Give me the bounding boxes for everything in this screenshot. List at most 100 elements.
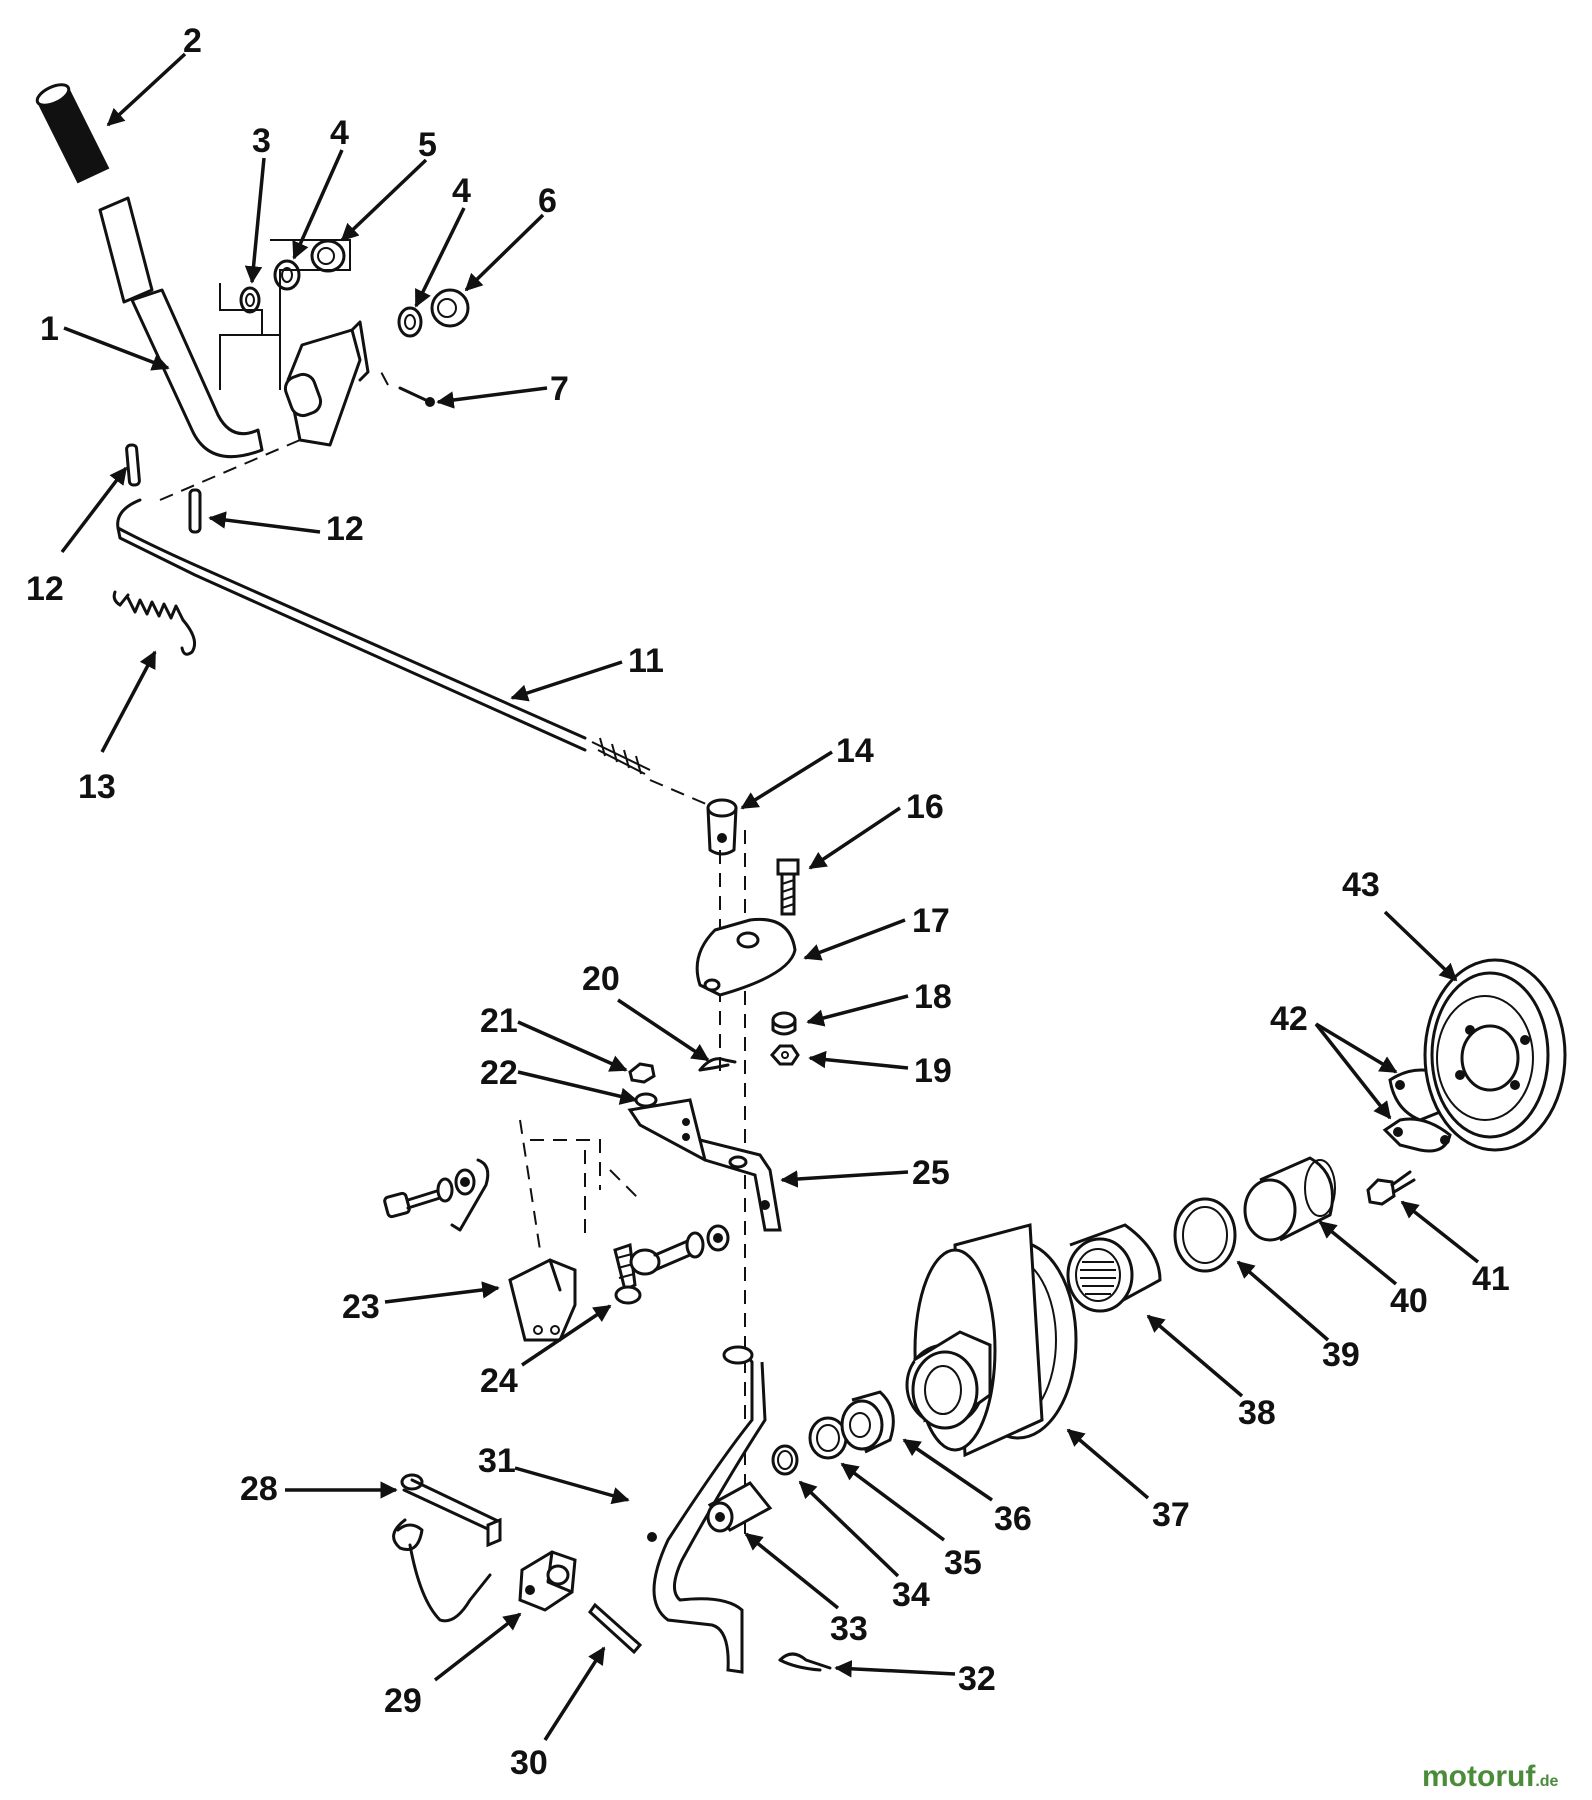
callout-12-left: 12 bbox=[26, 570, 64, 608]
leader-4b bbox=[414, 207, 466, 308]
leader-1 bbox=[63, 326, 170, 371]
callout-23: 23 bbox=[342, 1288, 380, 1326]
leader-lines bbox=[60, 52, 1480, 1741]
leader-31 bbox=[514, 1466, 630, 1505]
callout-38: 38 bbox=[1238, 1394, 1276, 1432]
spring-pin-right bbox=[188, 488, 202, 534]
leader-34 bbox=[798, 1480, 900, 1578]
callout-14: 14 bbox=[836, 732, 874, 770]
lever-bracket bbox=[283, 320, 370, 447]
leader-17 bbox=[803, 918, 906, 961]
hairpin-clip bbox=[778, 1652, 832, 1672]
clamp-plate-lower bbox=[1382, 1117, 1452, 1153]
bushing-part-6 bbox=[430, 288, 470, 328]
cotter-pin-part-20 bbox=[698, 1057, 737, 1072]
carriage-bolt bbox=[613, 1242, 642, 1305]
callout-36: 36 bbox=[994, 1500, 1032, 1538]
callout-16: 16 bbox=[906, 788, 944, 826]
bolt-assembly-left bbox=[383, 1158, 490, 1232]
thrust-washer-part-39 bbox=[1173, 1197, 1237, 1273]
callout-28: 28 bbox=[240, 1470, 278, 1508]
leader-14 bbox=[740, 750, 833, 810]
callout-43: 43 bbox=[1342, 866, 1380, 904]
leader-42b bbox=[1314, 1022, 1392, 1120]
watermark-suffix: .de bbox=[1535, 1773, 1558, 1790]
small-bracket bbox=[508, 1258, 577, 1342]
callout-41: 41 bbox=[1472, 1260, 1510, 1298]
pin-part-30 bbox=[588, 1602, 643, 1655]
callout-5: 5 bbox=[418, 126, 437, 164]
callout-20: 20 bbox=[582, 960, 620, 998]
leader-41 bbox=[1400, 1200, 1480, 1264]
callout-13: 13 bbox=[78, 768, 116, 806]
swivel-ferrule bbox=[706, 798, 738, 856]
clutch-hub-cone bbox=[905, 1223, 1078, 1458]
callout-4a: 4 bbox=[330, 114, 349, 152]
callout-39: 39 bbox=[1322, 1336, 1360, 1374]
spring-rod-assembly bbox=[392, 1473, 502, 1623]
mounting-bracket bbox=[627, 1098, 782, 1232]
callout-31: 31 bbox=[478, 1442, 516, 1480]
callout-32: 32 bbox=[958, 1660, 996, 1698]
callout-17: 17 bbox=[912, 902, 950, 940]
leader-2 bbox=[106, 52, 187, 127]
callout-42: 42 bbox=[1270, 1000, 1308, 1038]
leader-6 bbox=[464, 213, 545, 292]
nut-part-21 bbox=[628, 1062, 656, 1084]
leader-13 bbox=[100, 650, 157, 753]
callout-37: 37 bbox=[1152, 1496, 1190, 1534]
leader-24 bbox=[521, 1304, 612, 1367]
leader-20 bbox=[617, 998, 710, 1062]
callout-19: 19 bbox=[914, 1052, 952, 1090]
callout-25: 25 bbox=[912, 1154, 950, 1192]
pin-part-7 bbox=[398, 386, 435, 407]
callout-2: 2 bbox=[183, 22, 202, 60]
callout-1: 1 bbox=[40, 310, 59, 348]
leader-39 bbox=[1236, 1260, 1330, 1342]
leader-3 bbox=[244, 157, 266, 284]
callout-29: 29 bbox=[384, 1682, 422, 1720]
callout-7: 7 bbox=[550, 370, 569, 408]
leader-23 bbox=[384, 1281, 500, 1304]
spacer-part-18 bbox=[771, 1011, 797, 1036]
lever-handle bbox=[98, 196, 264, 459]
callout-22: 22 bbox=[480, 1054, 518, 1092]
bell-crank-plate bbox=[695, 917, 797, 997]
leader-4a bbox=[292, 149, 344, 260]
spring-pin-left bbox=[125, 443, 141, 487]
callout-12-right: 12 bbox=[326, 510, 364, 548]
leader-22 bbox=[517, 1070, 638, 1105]
control-rod bbox=[116, 498, 651, 775]
callout-33: 33 bbox=[830, 1610, 868, 1648]
watermark-logo: motoruf.de bbox=[1422, 1760, 1559, 1793]
leader-5 bbox=[340, 158, 428, 242]
leader-11 bbox=[510, 660, 623, 702]
svg-text:motoruf.de: motoruf.de bbox=[1422, 1760, 1559, 1793]
callout-21: 21 bbox=[480, 1002, 518, 1040]
handle-grip bbox=[35, 83, 110, 184]
callout-11: 11 bbox=[628, 642, 664, 680]
bolt-assembly-right bbox=[629, 1224, 730, 1276]
washer-part-3 bbox=[239, 286, 261, 314]
leader-32 bbox=[834, 1660, 956, 1678]
slotted-pin-part-33 bbox=[706, 1481, 773, 1533]
leader-30 bbox=[543, 1646, 606, 1741]
leader-38 bbox=[1146, 1314, 1244, 1398]
leader-37 bbox=[1066, 1428, 1150, 1500]
leader-42a bbox=[1315, 1022, 1398, 1074]
leader-25 bbox=[780, 1170, 909, 1188]
leader-43 bbox=[1383, 910, 1458, 982]
leader-36 bbox=[902, 1438, 993, 1502]
needle-bearing bbox=[1066, 1223, 1162, 1313]
drive-pulley bbox=[1423, 958, 1567, 1152]
assembly-dashed-lines bbox=[159, 239, 746, 1540]
snap-ring-part-34 bbox=[771, 1444, 799, 1476]
bushing-part-36 bbox=[840, 1390, 895, 1454]
callout-3: 3 bbox=[252, 122, 271, 160]
callout-35: 35 bbox=[944, 1544, 982, 1582]
watermark-brand: motoruf bbox=[1422, 1760, 1536, 1793]
callout-24: 24 bbox=[480, 1362, 518, 1400]
leader-33 bbox=[744, 1532, 840, 1610]
callout-4b: 4 bbox=[452, 172, 471, 210]
